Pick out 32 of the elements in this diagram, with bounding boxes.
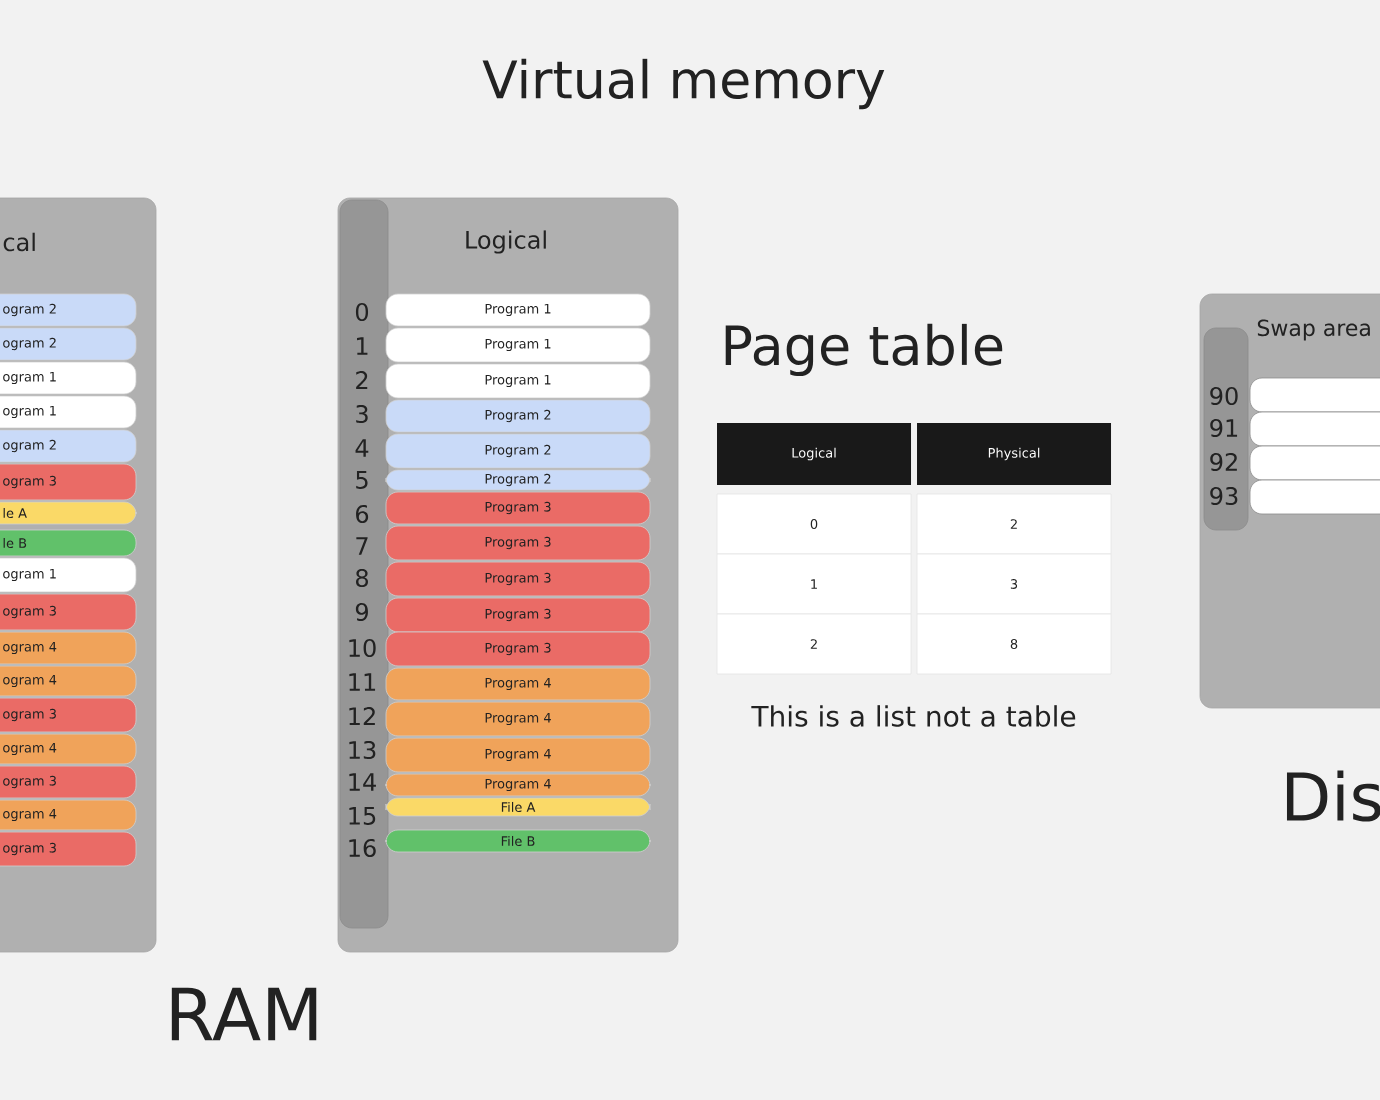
index-number: 92 (1210, 452, 1237, 472)
index-column (339, 199, 389, 929)
index-number: 2 (356, 371, 368, 389)
index-number: 13 (349, 740, 376, 760)
index-number: 9 (355, 602, 368, 622)
swap-slot (1249, 411, 1380, 447)
index-column (1203, 327, 1249, 531)
index-number: 5 (356, 471, 368, 489)
index-number: 7 (356, 537, 368, 555)
section-label: RAM (171, 987, 317, 1041)
swap-slot (1249, 377, 1380, 413)
title: Virtual memory (482, 58, 885, 110)
caption: This is a list not a table (751, 705, 1076, 727)
index-number: 10 (349, 638, 376, 658)
index-number: 3 (356, 404, 368, 424)
table-heading: Page table (725, 323, 1003, 377)
index-number: 12 (349, 707, 375, 725)
index-number: 1 (357, 337, 368, 355)
index-number: 15 (349, 807, 376, 825)
index-number: 6 (356, 504, 369, 524)
index-number: 4 (355, 439, 369, 457)
index-number: 0 (355, 302, 369, 322)
index-number: 90 (1210, 386, 1238, 406)
index-number: 14 (349, 773, 376, 791)
index-number: 16 (349, 838, 376, 858)
swap-slot (1249, 445, 1380, 481)
index-number: 11 (349, 673, 376, 691)
index-number: 8 (356, 568, 368, 588)
section-label: Dis (1286, 770, 1380, 822)
index-number: 91 (1210, 418, 1238, 438)
index-number: 93 (1210, 486, 1238, 506)
swap-slot (1249, 479, 1380, 515)
